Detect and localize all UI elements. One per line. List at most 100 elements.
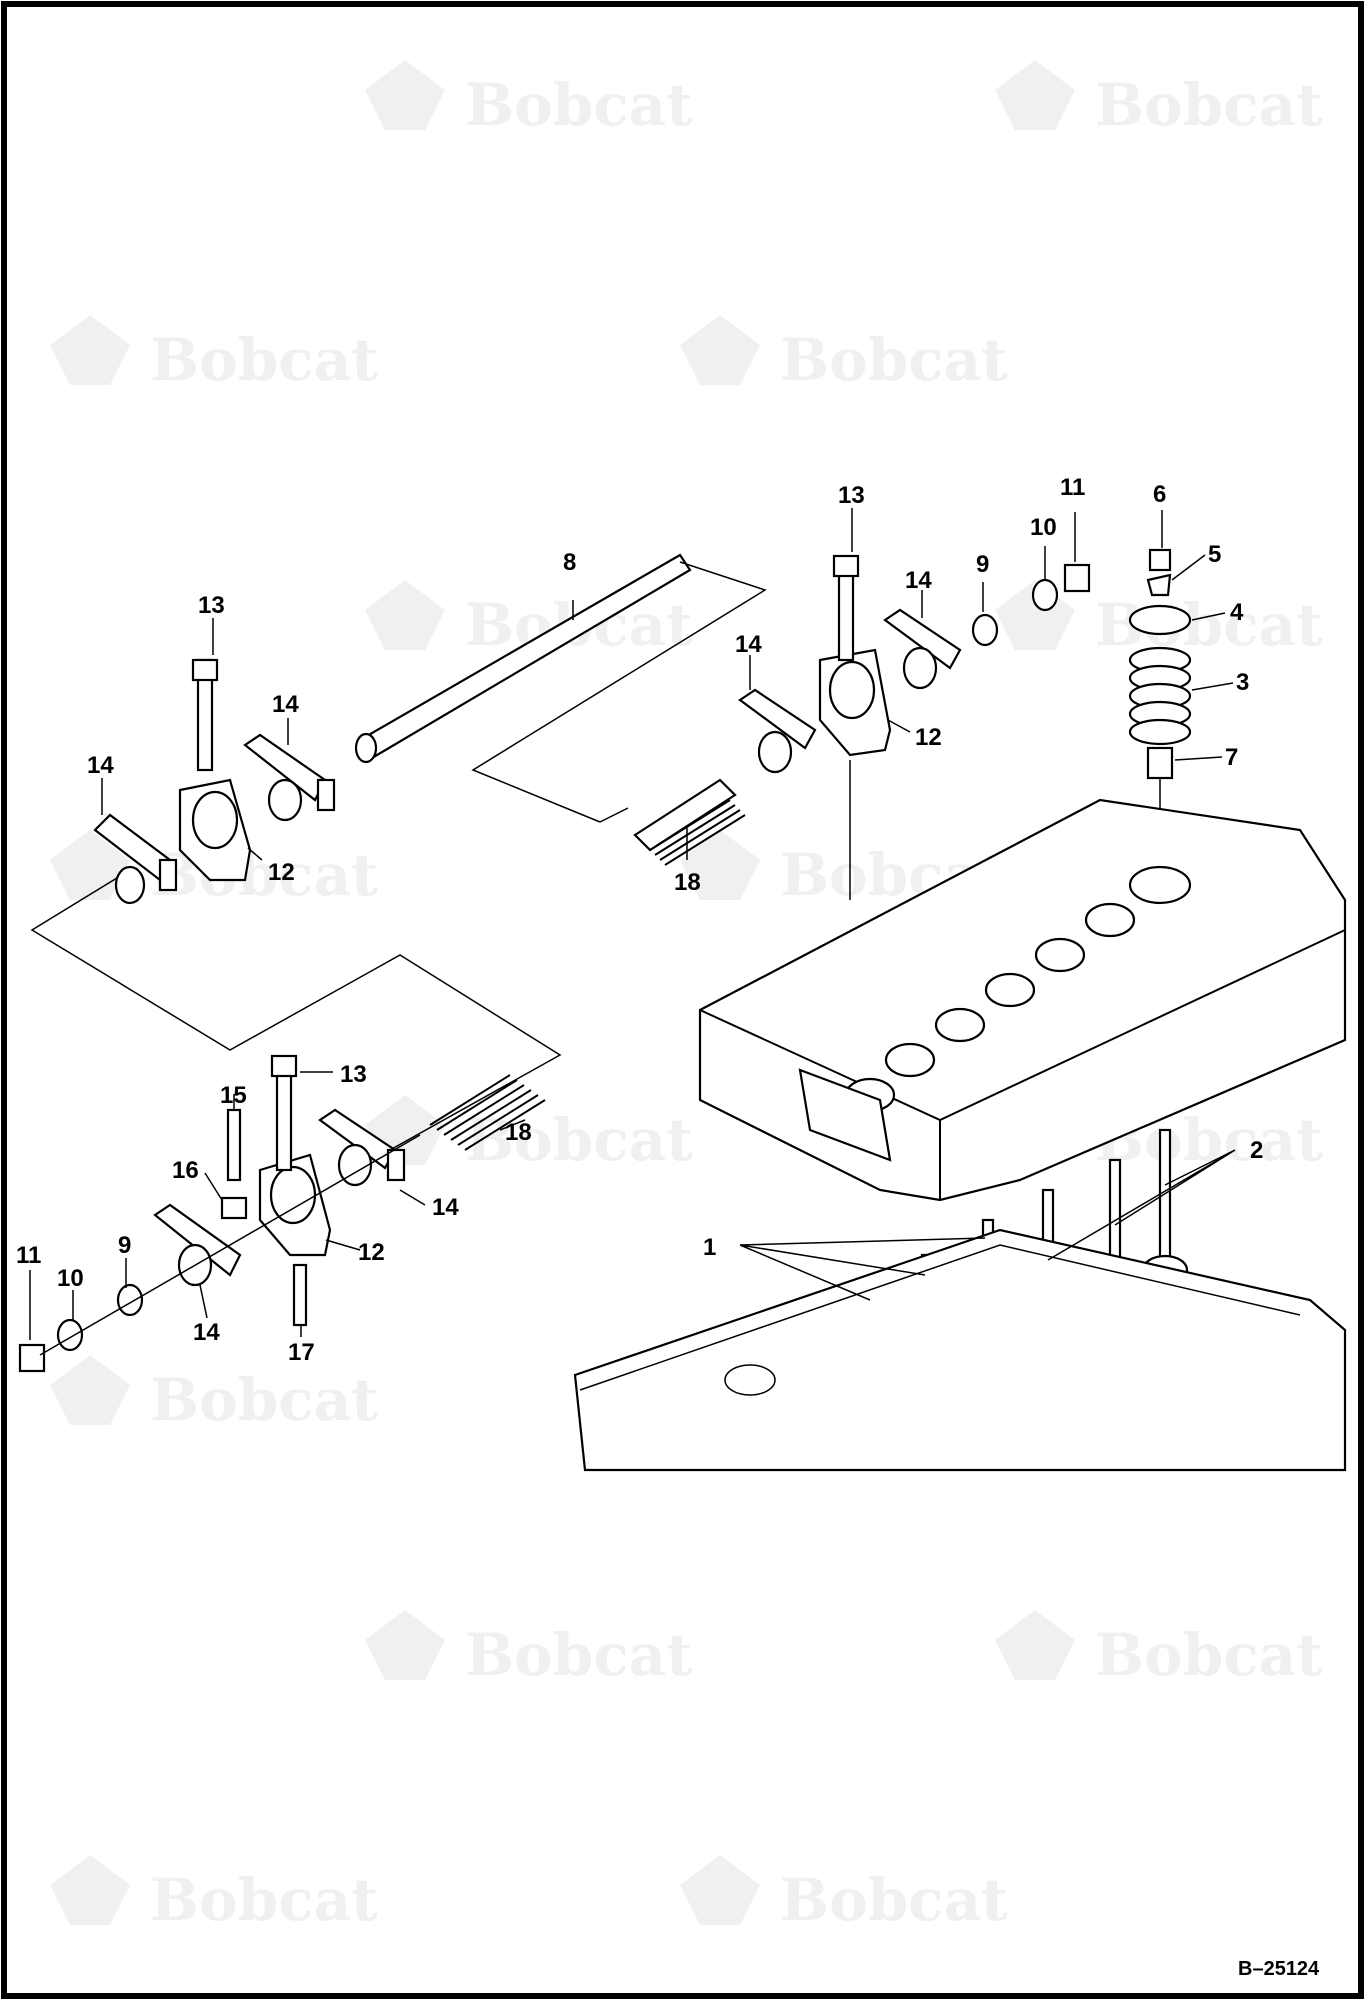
valve-port: [934, 1007, 986, 1043]
watermark-logo: Bobcat: [680, 315, 1008, 394]
valve-port: [1084, 902, 1136, 938]
callout-3: 3: [1236, 669, 1249, 696]
callout-9: 9: [976, 551, 989, 578]
bolt-boss: [724, 1364, 776, 1396]
callout-15: 15: [220, 1082, 247, 1109]
watermark-text: Bobcat: [465, 1621, 693, 1689]
valve-port: [1034, 937, 1086, 973]
watermark-logo: Bobcat: [50, 315, 378, 394]
callout-5: 5: [1208, 541, 1221, 568]
rocker-arm: [738, 688, 817, 750]
watermark-logo: Bobcat: [995, 1610, 1323, 1689]
rocker-arm-bush: [902, 646, 938, 690]
intake-flange: [798, 1068, 892, 1162]
bracket-stud: [292, 1263, 308, 1327]
callout-11: 11: [16, 1242, 41, 1269]
callout-13: 13: [838, 482, 865, 509]
callout-14: 14: [193, 1319, 220, 1346]
plug-washer: [1031, 578, 1059, 612]
projection-line: [30, 869, 562, 1151]
spacer-spring: [429, 1074, 546, 1151]
drawing-number: B–25124: [1238, 1958, 1320, 1980]
watermark-text: Bobcat: [150, 1866, 378, 1934]
plug-washer: [56, 1318, 84, 1352]
watermark-layer: Bobcat Bobcat Bobcat Bobcat Bobcat Bobca…: [50, 60, 1323, 1934]
watermark-logo: Bobcat: [680, 1855, 1008, 1934]
spring-retainer: [1128, 604, 1192, 636]
exhaust-valve: [1158, 1128, 1172, 1262]
shaft-plug: [18, 1343, 46, 1373]
callout-14: 14: [87, 752, 114, 779]
upper-rocker-assembly: [30, 548, 1192, 1151]
callout-12: 12: [915, 724, 942, 751]
callout-8: 8: [563, 549, 576, 576]
watermark-text: Bobcat: [1095, 1621, 1323, 1689]
projection-line: [471, 561, 767, 823]
watermark-text: Bobcat: [1095, 591, 1323, 659]
valve-stem-seal: [1146, 746, 1174, 780]
rocker-bracket-bore: [269, 1165, 317, 1225]
callout-2: 2: [1250, 1137, 1263, 1164]
watermark-text: Bobcat: [465, 1106, 693, 1174]
callout-12: 12: [268, 859, 295, 886]
engine-block: [573, 1228, 1347, 1472]
callout-11: 11: [1060, 474, 1085, 501]
callout-10: 10: [57, 1265, 84, 1292]
callout-18: 18: [505, 1119, 532, 1146]
engine-block-outline: [573, 1228, 1347, 1472]
callout-13: 13: [198, 592, 225, 619]
watermark-logo: Bobcat: [365, 60, 693, 139]
bracket-bolt-head: [191, 658, 219, 682]
valve-port: [984, 972, 1036, 1008]
rocker-adjuster: [316, 778, 336, 812]
callout-10: 10: [1030, 514, 1057, 541]
callout-16: 16: [172, 1157, 199, 1184]
watermark-text: Bobcat: [780, 326, 1008, 394]
callout-12: 12: [358, 1239, 385, 1266]
callout-14: 14: [735, 631, 762, 658]
watermark-text: Bobcat: [465, 71, 693, 139]
projection-line: [599, 807, 629, 823]
engine-block-edge: [579, 1244, 1301, 1391]
valve-port: [1128, 865, 1192, 905]
stud-nut: [220, 1196, 248, 1220]
rocker-shaft-end: [354, 732, 378, 764]
watermark-logo: Bobcat: [365, 1610, 693, 1689]
bracket-stud: [226, 1108, 242, 1182]
lower-rocker-assembly: [18, 1054, 546, 1373]
rocker-arm-bush: [267, 778, 303, 822]
valve-spring: [1128, 646, 1192, 746]
bracket-bolt-head: [270, 1054, 298, 1078]
watermark-text: Bobcat: [780, 1866, 1008, 1934]
leader-lines: [29, 508, 1236, 1340]
watermark-text: Bobcat: [150, 1366, 378, 1434]
bracket-bolt-head: [832, 554, 860, 578]
shaft-plug: [1063, 563, 1091, 593]
rocker-bracket-bore: [191, 790, 239, 850]
callout-18: 18: [674, 869, 701, 896]
rocker-arm-bush: [337, 1143, 373, 1187]
rocker-arm-bush: [114, 865, 146, 905]
watermark-logo: Bobcat: [365, 1095, 693, 1174]
rocker-adjuster: [386, 1148, 406, 1182]
rocker-arm-bush: [757, 730, 793, 774]
spacer-spring: [633, 778, 746, 866]
callout-9: 9: [118, 1232, 131, 1259]
rocker-bracket-bore: [828, 660, 876, 720]
callout-4: 4: [1230, 599, 1244, 626]
callout-14: 14: [905, 567, 932, 594]
valve-cap: [1148, 548, 1172, 572]
watermark-logo: Bobcat: [50, 1855, 378, 1934]
callout-1: 1: [703, 1234, 716, 1261]
valve-port: [884, 1042, 936, 1078]
cylinder-head: [698, 798, 1347, 1202]
watermark-logo: Bobcat: [50, 1355, 378, 1434]
shaft-axis-line: [39, 1134, 421, 1356]
callout-13: 13: [340, 1061, 367, 1088]
shaft-washer: [971, 613, 999, 647]
callout-14: 14: [272, 691, 299, 718]
watermark-logo: Bobcat: [995, 60, 1323, 139]
